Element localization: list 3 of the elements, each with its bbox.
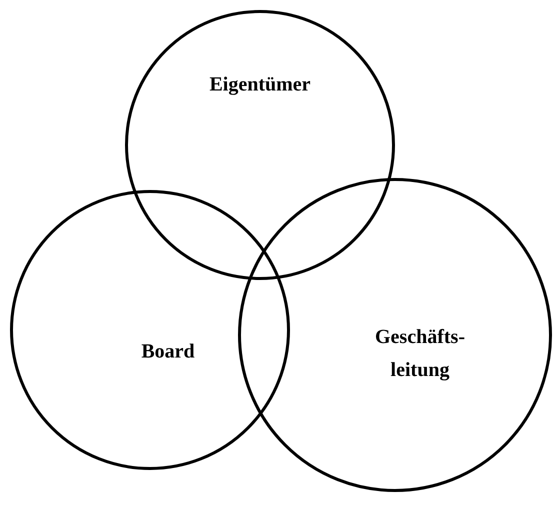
circle-label: Eigentümer	[208, 72, 312, 98]
circle-label: Geschäfts- leitung	[374, 325, 466, 383]
circle-label: Board	[140, 340, 196, 364]
